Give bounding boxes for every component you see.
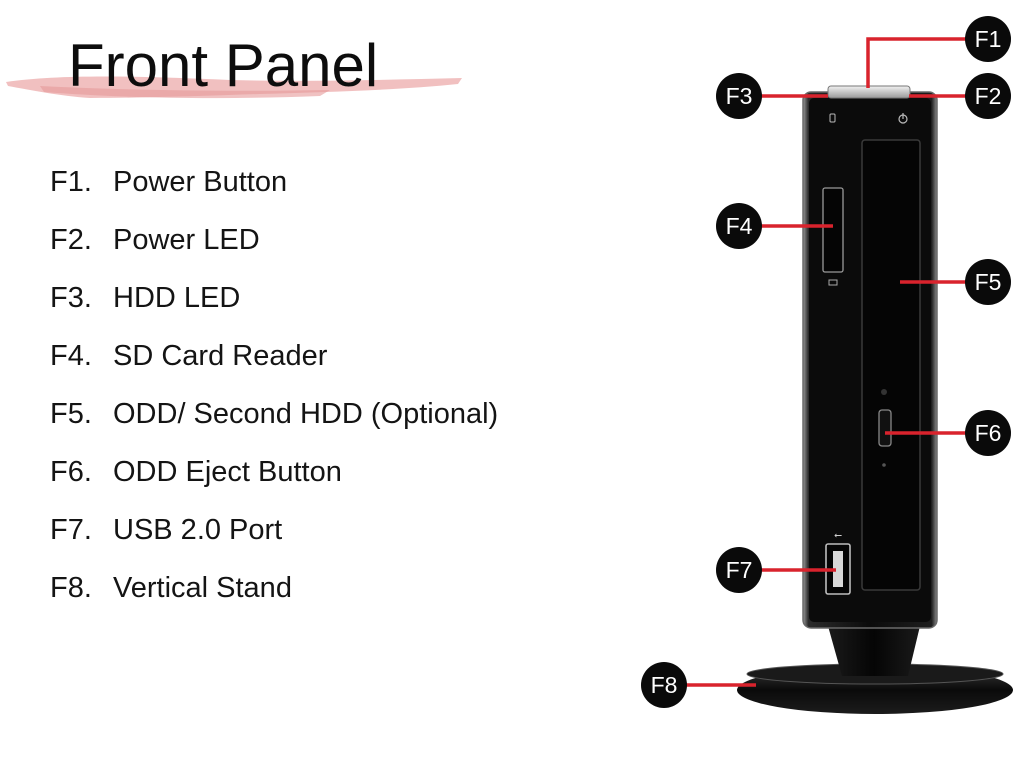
- callout-f6: F6: [965, 410, 1011, 456]
- stand-stem: [828, 626, 920, 676]
- callout-f2: F2: [965, 73, 1011, 119]
- callout-label: F2: [975, 83, 1002, 109]
- callout-f7: F7: [716, 547, 762, 593]
- device-body: ⭠: [802, 85, 938, 629]
- legend-label: SD Card Reader: [113, 340, 328, 372]
- title-area: Front Panel: [0, 20, 480, 130]
- legend-label: HDD LED: [113, 282, 241, 314]
- callout-label: F6: [975, 420, 1002, 446]
- legend-item-f4: F4. SD Card Reader: [50, 338, 498, 396]
- legend-item-f8: F8. Vertical Stand: [50, 570, 498, 628]
- legend-label: Vertical Stand: [113, 572, 292, 604]
- device-illustration: ⭠ F1 F2 F3 F4: [641, 16, 1013, 714]
- legend-code: F7.: [50, 514, 92, 546]
- vertical-stand: [737, 626, 1013, 714]
- callout-label: F8: [651, 672, 678, 698]
- legend-label: Power Button: [113, 166, 288, 198]
- sd-card-slot: [822, 187, 844, 273]
- device-diagram: ⭠ F1 F2 F3 F4: [630, 0, 1024, 768]
- callout-lines: [686, 37, 968, 687]
- callout-label: F4: [726, 213, 753, 239]
- legend-item-f7: F7. USB 2.0 Port: [50, 512, 498, 570]
- legend-item-f2: F2. Power LED: [50, 222, 498, 280]
- callout-f1: F1: [965, 16, 1011, 62]
- legend-code: F6.: [50, 456, 92, 488]
- legend-item-f6: F6. ODD Eject Button: [50, 454, 498, 512]
- legend-code: F2.: [50, 224, 92, 256]
- odd-bay: [861, 139, 921, 591]
- legend-code: F3.: [50, 282, 92, 314]
- legend-code: F8.: [50, 572, 92, 604]
- callout-f5: F5: [965, 259, 1011, 305]
- hdd-led-icon: [829, 113, 836, 123]
- legend-item-f3: F3. HDD LED: [50, 280, 498, 338]
- component-legend: F1. Power Button F2. Power LED F3. HDD L…: [50, 164, 498, 628]
- legend-code: F5.: [50, 398, 92, 430]
- callout-label: F7: [726, 557, 753, 583]
- callout-label: F5: [975, 269, 1002, 295]
- callout-f3: F3: [716, 73, 762, 119]
- legend-item-f1: F1. Power Button: [50, 164, 498, 222]
- legend-label: ODD/ Second HDD (Optional): [113, 398, 499, 430]
- legend-label: Power LED: [113, 224, 260, 256]
- callout-label: F1: [975, 26, 1002, 52]
- legend-item-f5: F5. ODD/ Second HDD (Optional): [50, 396, 498, 454]
- legend-code: F1.: [50, 166, 92, 198]
- sd-card-icon: [828, 279, 838, 286]
- odd-eject-button: [878, 409, 892, 447]
- callout-line-f1: [866, 37, 968, 88]
- legend-code: F4.: [50, 340, 92, 372]
- callout-f8: F8: [641, 662, 687, 708]
- brush-stroke-decoration: [6, 76, 462, 99]
- usb-icon: ⭠: [834, 530, 842, 541]
- legend-label: ODD Eject Button: [113, 456, 342, 488]
- callout-label: F3: [726, 83, 753, 109]
- legend-label: USB 2.0 Port: [113, 514, 283, 546]
- callout-f4: F4: [716, 203, 762, 249]
- page-title: Front Panel: [68, 32, 379, 99]
